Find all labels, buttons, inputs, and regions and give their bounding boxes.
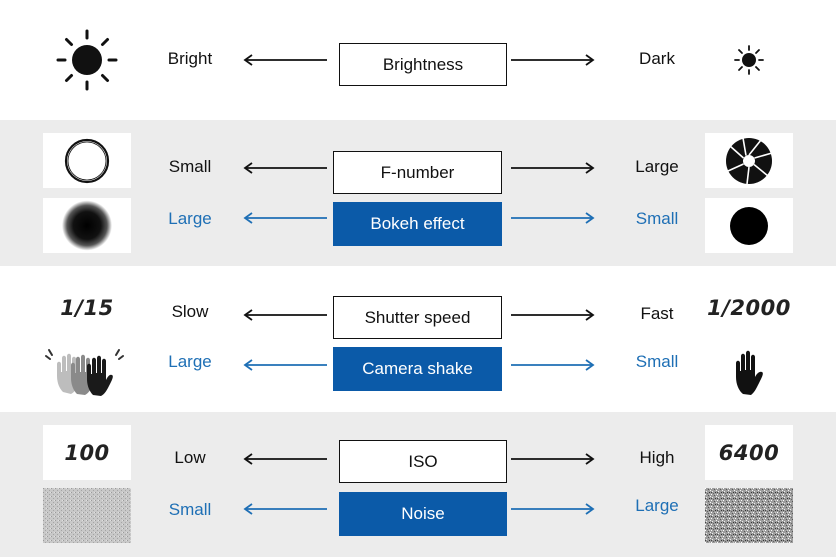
fast-label: Fast [640,304,674,323]
small-sun-icon [705,23,793,96]
shaking-hand-icon [43,344,131,398]
right-arrow [511,503,595,515]
blurred-circle-icon [43,198,131,253]
brightness-box: Brightness [339,43,507,86]
dark-label: Dark [639,49,675,68]
shutter-1-2000-tile: 1/2000 [705,281,793,334]
iso-low-value: 100 [64,440,110,465]
left-arrow [243,359,327,371]
small-label: Small [635,209,679,228]
iso-high-value: 6400 [718,440,780,465]
slow-label: Slow [171,302,209,321]
shutter-1-15-tile: 1/15 [43,281,131,334]
shutter-speed-box: Shutter speed [333,296,502,339]
right-arrow [511,309,595,321]
right-arrow [511,162,595,174]
shutter-slow-value: 1/15 [60,295,114,320]
f-number-box: F-number [333,151,502,194]
left-arrow [243,503,327,515]
iso-6400-tile: 6400 [705,425,793,480]
left-arrow [243,162,327,174]
right-arrow [511,359,595,371]
left-arrow [243,453,327,465]
left-arrow [243,212,327,224]
right-arrow [511,212,595,224]
large-label: Large [168,352,212,371]
low-label: Low [174,448,206,467]
small-label: Small [168,500,212,519]
sharp-circle-icon [705,198,793,253]
bokeh-effect-box: Bokeh effect [333,202,502,246]
low-noise-texture-icon [43,488,131,543]
iso-box: ISO [339,440,507,483]
high-label: High [639,448,675,467]
still-hand-icon [705,344,793,398]
shutter-fast-value: 1/2000 [707,295,791,320]
large-label: Large [635,496,679,515]
large-label: Large [168,209,212,228]
iso-100-tile: 100 [43,425,131,480]
bright-label: Bright [167,49,213,68]
large-label: Large [635,157,679,176]
right-arrow [511,54,595,66]
noise-box: Noise [339,492,507,536]
large-sun-icon [43,23,131,96]
open-aperture-icon [43,133,131,188]
small-label: Small [168,157,212,176]
left-arrow [243,54,327,66]
camera-shake-box: Camera shake [333,347,502,391]
right-arrow [511,453,595,465]
left-arrow [243,309,327,321]
small-label: Small [635,352,679,371]
high-noise-texture-icon [705,488,793,543]
closed-aperture-icon [705,133,793,188]
